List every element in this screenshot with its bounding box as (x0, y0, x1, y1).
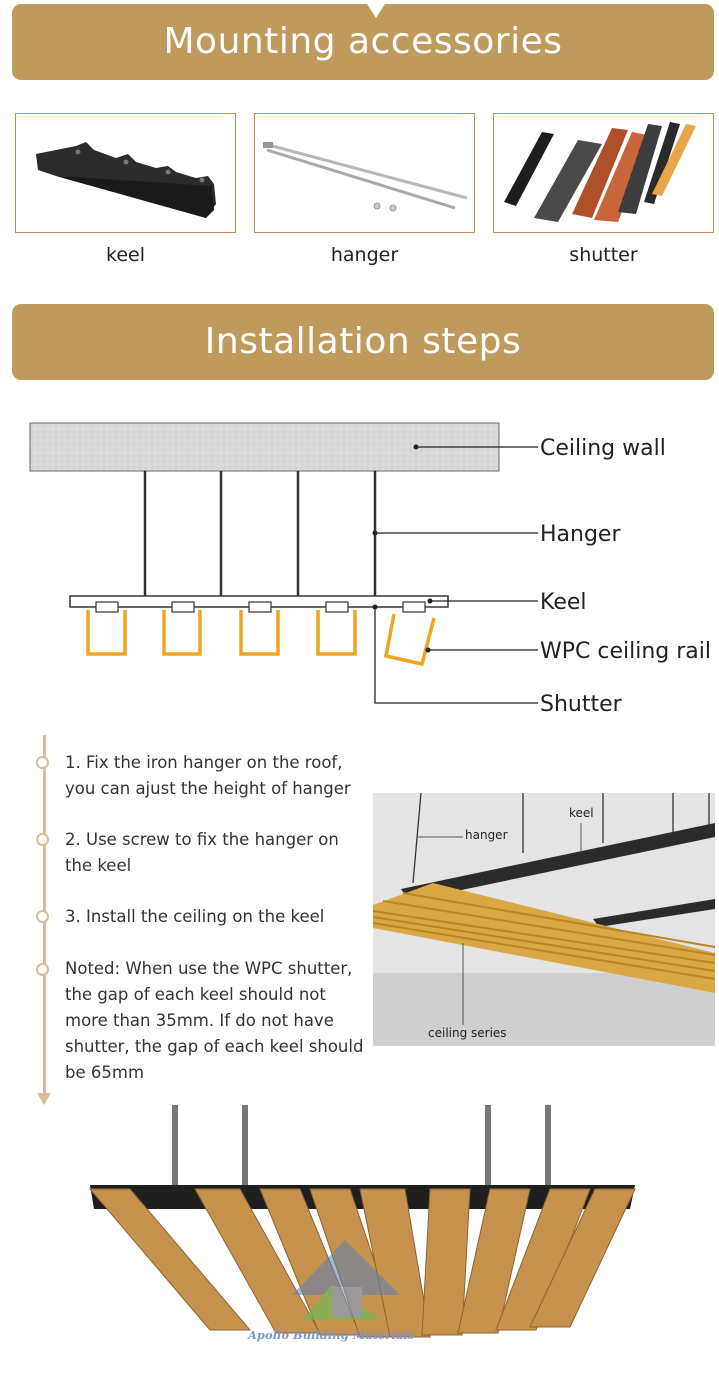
photo-hanger-label: hanger (465, 828, 508, 842)
wpc-rail-label: WPC ceiling rail (540, 639, 711, 664)
shutter-boards-icon (504, 122, 696, 222)
mounting-accessories-title: Mounting accessories (163, 21, 563, 62)
wpc-ceiling-rails (86, 610, 436, 667)
watermark-text: Apollo Building Materials (247, 1328, 415, 1342)
step-3-text: 3. Install the ceiling on the keel (65, 907, 325, 926)
hanger-image (254, 113, 475, 233)
installed-ceiling-photo: hanger keel ceiling series (373, 793, 715, 1046)
keel-image (15, 113, 236, 233)
installation-diagram: Ceiling wall Hanger Keel WPC ceiling rai… (29, 422, 711, 717)
installation-steps-title: Installation steps (204, 321, 522, 362)
step-dot-1 (36, 756, 49, 769)
mounting-accessories-banner: Mounting accessories (12, 4, 714, 80)
hanger-rod-icon (263, 142, 468, 212)
step-dot-2 (36, 833, 49, 846)
shutter-label: shutter (569, 244, 638, 266)
step-dot-4 (36, 963, 49, 976)
keel-icon (36, 142, 216, 218)
keel-label: keel (106, 244, 145, 266)
timeline-arrow-icon (37, 1093, 51, 1105)
keel-diagram-label: Keel (540, 590, 587, 615)
hanger-label: hanger (330, 244, 399, 266)
note-text: Noted: When use the WPC shutter, the gap… (65, 959, 364, 1082)
photo-keel-label: keel (569, 806, 594, 820)
step-dot-3 (36, 910, 49, 923)
banner-notch (367, 4, 385, 18)
installation-steps-banner: Installation steps (12, 304, 714, 380)
ceiling-wall-label: Ceiling wall (540, 436, 666, 461)
hanger-diagram-label: Hanger (540, 522, 621, 547)
photo-ceiling-series-label: ceiling series (428, 1026, 507, 1040)
shutter-diagram-label: Shutter (540, 692, 623, 717)
wood-ceiling-closeup-photo: Apollo Building Materials (88, 1105, 636, 1342)
step-2-text: 2. Use screw to fix the hanger on the ke… (65, 830, 339, 875)
step-1-text: 1. Fix the iron hanger on the roof, you … (65, 753, 351, 798)
shutter-image (493, 113, 714, 233)
watermark-logo-icon (292, 1240, 400, 1320)
